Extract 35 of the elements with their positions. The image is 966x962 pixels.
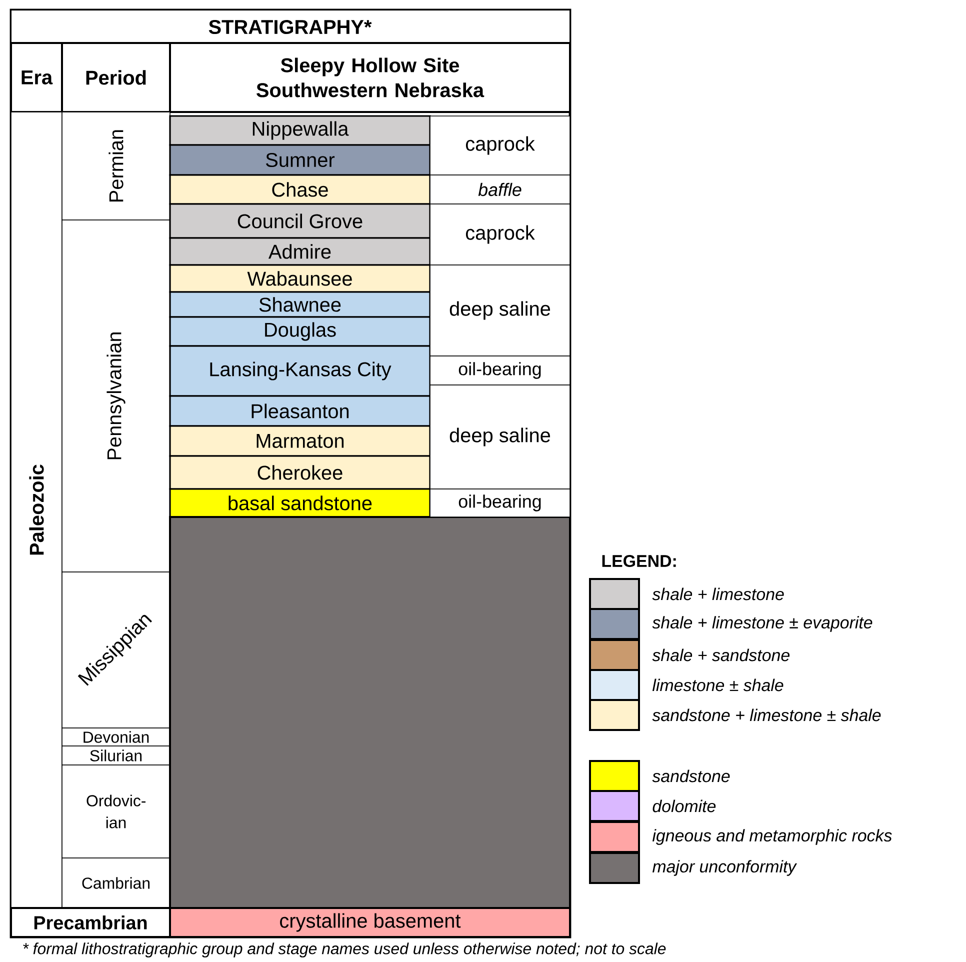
reservoir-cell: oil-bearing bbox=[430, 488, 570, 518]
formation-box: Wabaunsee bbox=[169, 264, 431, 293]
period-cell: Devonian bbox=[62, 728, 170, 746]
period-cell: Cambrian bbox=[62, 858, 170, 908]
legend-text: dolomite bbox=[652, 800, 716, 812]
formation-box: Marmaton bbox=[169, 425, 431, 457]
formation-box: crystalline basement bbox=[169, 907, 571, 938]
era-cell: Precambrian bbox=[10, 907, 171, 938]
formation-box: Douglas bbox=[169, 316, 431, 347]
formation-box: Shawnee bbox=[169, 291, 431, 318]
formation-box: Cherokee bbox=[169, 455, 431, 490]
reservoir-cell: oil-bearing bbox=[430, 356, 570, 386]
legend-text: sandstone + limestone ± shale bbox=[652, 708, 881, 722]
legend-text: shale + sandstone bbox=[652, 648, 790, 662]
period-cell: Permian bbox=[62, 112, 170, 220]
column-header: Era bbox=[10, 42, 63, 113]
period-cell: Silurian bbox=[62, 746, 170, 766]
reservoir-cell: baffle bbox=[430, 174, 570, 204]
formation-box: Lansing-Kansas City bbox=[169, 345, 431, 397]
legend-text: major unconformity bbox=[652, 860, 798, 876]
footnote: * formal lithostratigraphic group and stage names used unless otherwise noted; not to scale bbox=[23, 942, 666, 958]
legend-title: LEGEND: bbox=[602, 555, 676, 567]
formation-box: Chase bbox=[169, 174, 431, 205]
formation-box: Council Grove bbox=[169, 203, 431, 239]
legend-text: sandstone bbox=[652, 770, 730, 782]
formation-box: Sumner bbox=[169, 144, 431, 176]
formation-box: Nippewalla bbox=[169, 115, 431, 146]
formation-box: Pleasanton bbox=[169, 395, 431, 427]
legend-text: igneous and metamorphic rocks bbox=[652, 829, 892, 845]
legend-text: shale + limestone bbox=[652, 588, 784, 600]
legend-text: limestone ± shale bbox=[652, 678, 784, 692]
formation-box: basal sandstone bbox=[169, 488, 431, 518]
legend-text: shale + limestone ± evaporite bbox=[652, 616, 872, 632]
unconformity-box bbox=[169, 516, 571, 909]
formation-box: Admire bbox=[169, 237, 431, 266]
